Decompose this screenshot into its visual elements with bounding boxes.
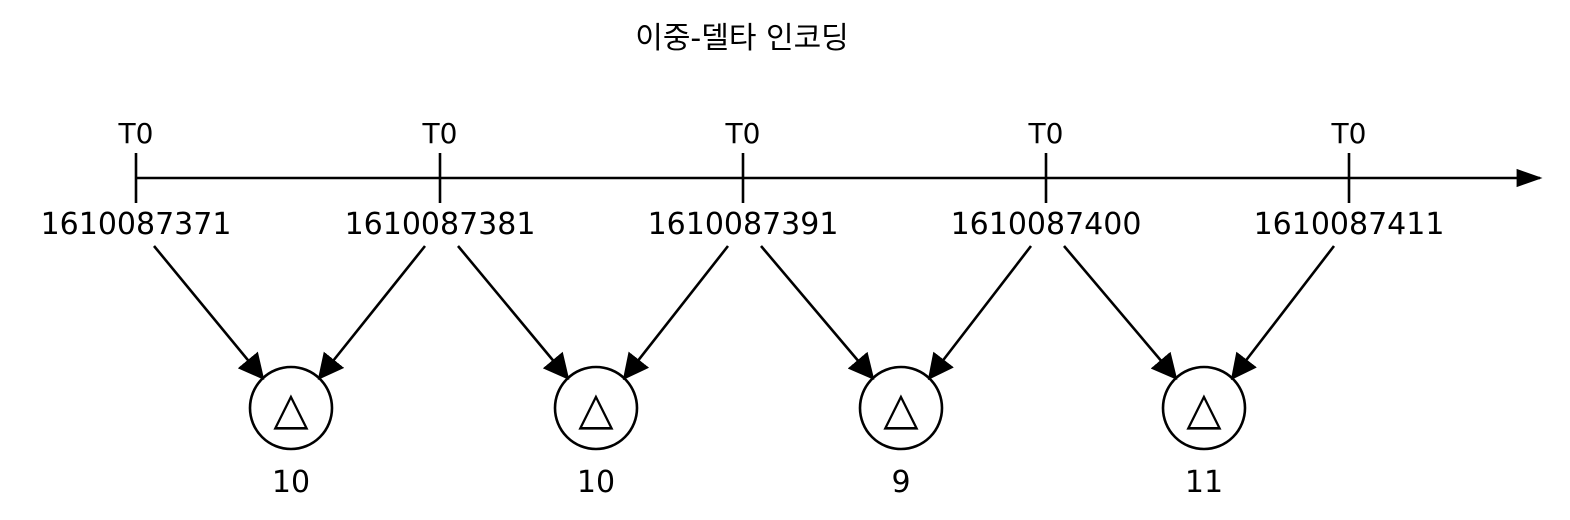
diagram-title: 이중-델타 인코딩 <box>635 21 849 56</box>
arrow-from-right <box>317 245 427 381</box>
tick-label-t0: T0 <box>422 117 458 150</box>
tick-label-t0: T0 <box>1028 117 1064 150</box>
arrow-from-left <box>152 245 265 381</box>
delta-arrows <box>152 245 1336 381</box>
delta-value: 9 <box>891 465 910 500</box>
delta-icon: △ <box>273 381 309 435</box>
arrow-from-right <box>1230 245 1336 381</box>
arrow-from-left <box>1063 245 1178 380</box>
timestamp-label: 1610087371 <box>41 207 232 242</box>
timeline-ticks: T0 1610087371 T0 1610087381 T0 1610087391 T0 16… <box>41 117 1445 242</box>
delta-value: 10 <box>272 465 310 500</box>
timestamp-label: 1610087400 <box>951 207 1142 242</box>
delta-circle <box>553 365 639 451</box>
tick-label-t0: T0 <box>1331 117 1367 150</box>
delta-value: 11 <box>1185 465 1223 500</box>
timestamp-label: 1610087391 <box>648 207 839 242</box>
delta-node: △ 11 <box>1161 365 1247 500</box>
arrow-from-left <box>457 245 570 380</box>
arrow-from-right <box>622 245 730 381</box>
delta-icon: △ <box>578 381 614 435</box>
arrow-from-right <box>927 245 1033 381</box>
delta-nodes: △10△10△9△11 <box>248 365 1247 500</box>
delta-node: △9 <box>858 365 944 500</box>
delta-icon: △ <box>1186 381 1222 435</box>
delta-node: △ 10 <box>248 365 334 500</box>
delta-circle <box>248 365 334 451</box>
tick-label-t0: T0 <box>118 117 154 150</box>
delta-node: △ 10 <box>553 365 639 500</box>
tick-label-t0: T0 <box>725 117 761 150</box>
delta-circle <box>858 365 944 451</box>
timestamp-label: 1610087411 <box>1254 207 1445 242</box>
timestamp-label: 1610087381 <box>345 207 536 242</box>
delta-icon: △ <box>883 381 919 435</box>
arrow-from-left <box>760 245 875 380</box>
delta-value: 10 <box>577 465 615 500</box>
delta-circle <box>1161 365 1247 451</box>
